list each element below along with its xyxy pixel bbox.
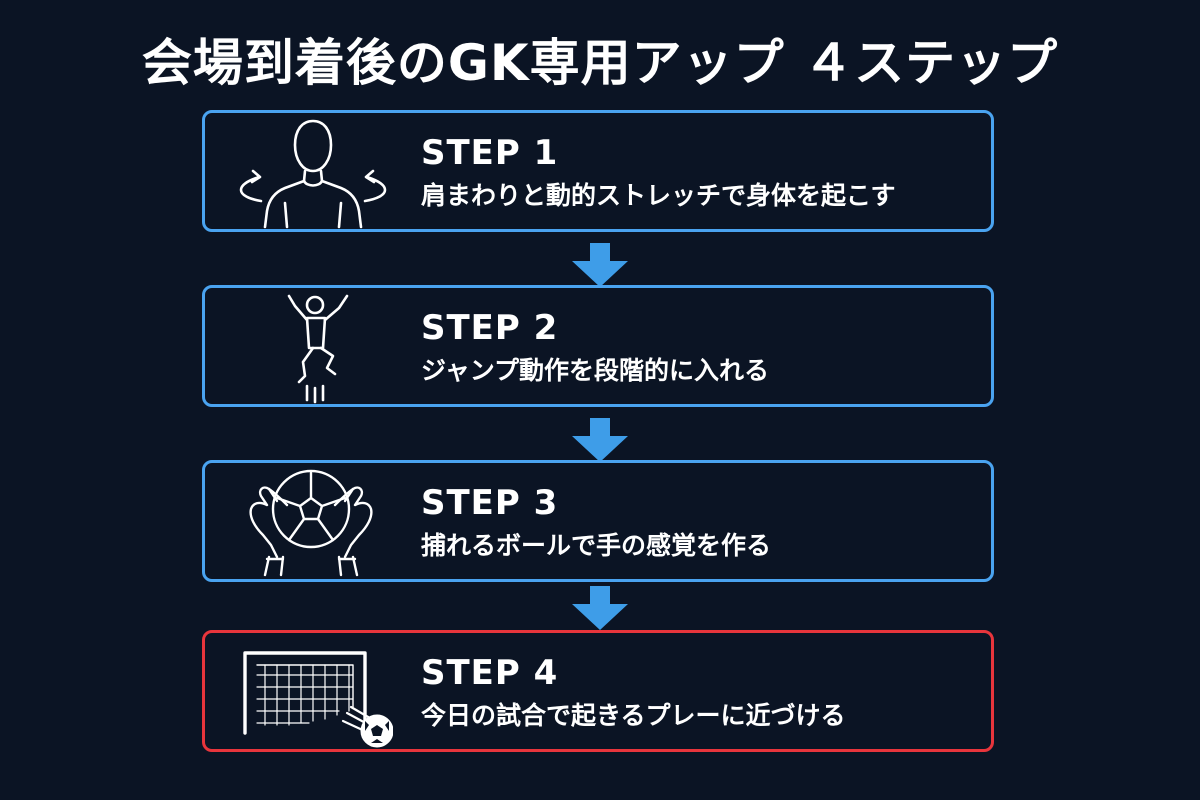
- step-card-4: STEP 4 今日の試合で起きるプレーに近づける: [202, 630, 994, 752]
- step-card-1: STEP 1 肩まわりと動的ストレッチで身体を起こす: [202, 110, 994, 232]
- step-label-1: STEP 1: [421, 133, 559, 173]
- down-arrow-icon: [572, 243, 628, 287]
- jumping-person-icon: [287, 294, 349, 404]
- down-arrow-icon: [572, 418, 628, 462]
- step-card-2: STEP 2 ジャンプ動作を段階的に入れる: [202, 285, 994, 407]
- gloves-catching-ball-icon: [249, 469, 373, 577]
- step-description-2: ジャンプ動作を段階的に入れる: [421, 356, 770, 385]
- step-label-4: STEP 4: [421, 653, 559, 693]
- step-label-2: STEP 2: [421, 308, 559, 348]
- step-card-3: STEP 3 捕れるボールで手の感覚を作る: [202, 460, 994, 582]
- step-description-4: 今日の試合で起きるプレーに近づける: [421, 701, 846, 730]
- down-arrow-icon: [572, 586, 628, 630]
- step-description-3: 捕れるボールで手の感覚を作る: [421, 531, 772, 560]
- step-label-3: STEP 3: [421, 483, 559, 523]
- goal-and-ball-icon: [243, 651, 393, 748]
- shoulder-rotation-icon: [239, 119, 387, 229]
- step-description-1: 肩まわりと動的ストレッチで身体を起こす: [421, 181, 896, 210]
- page-title: 会場到着後のGK専用アップ ４ステップ: [141, 34, 1059, 92]
